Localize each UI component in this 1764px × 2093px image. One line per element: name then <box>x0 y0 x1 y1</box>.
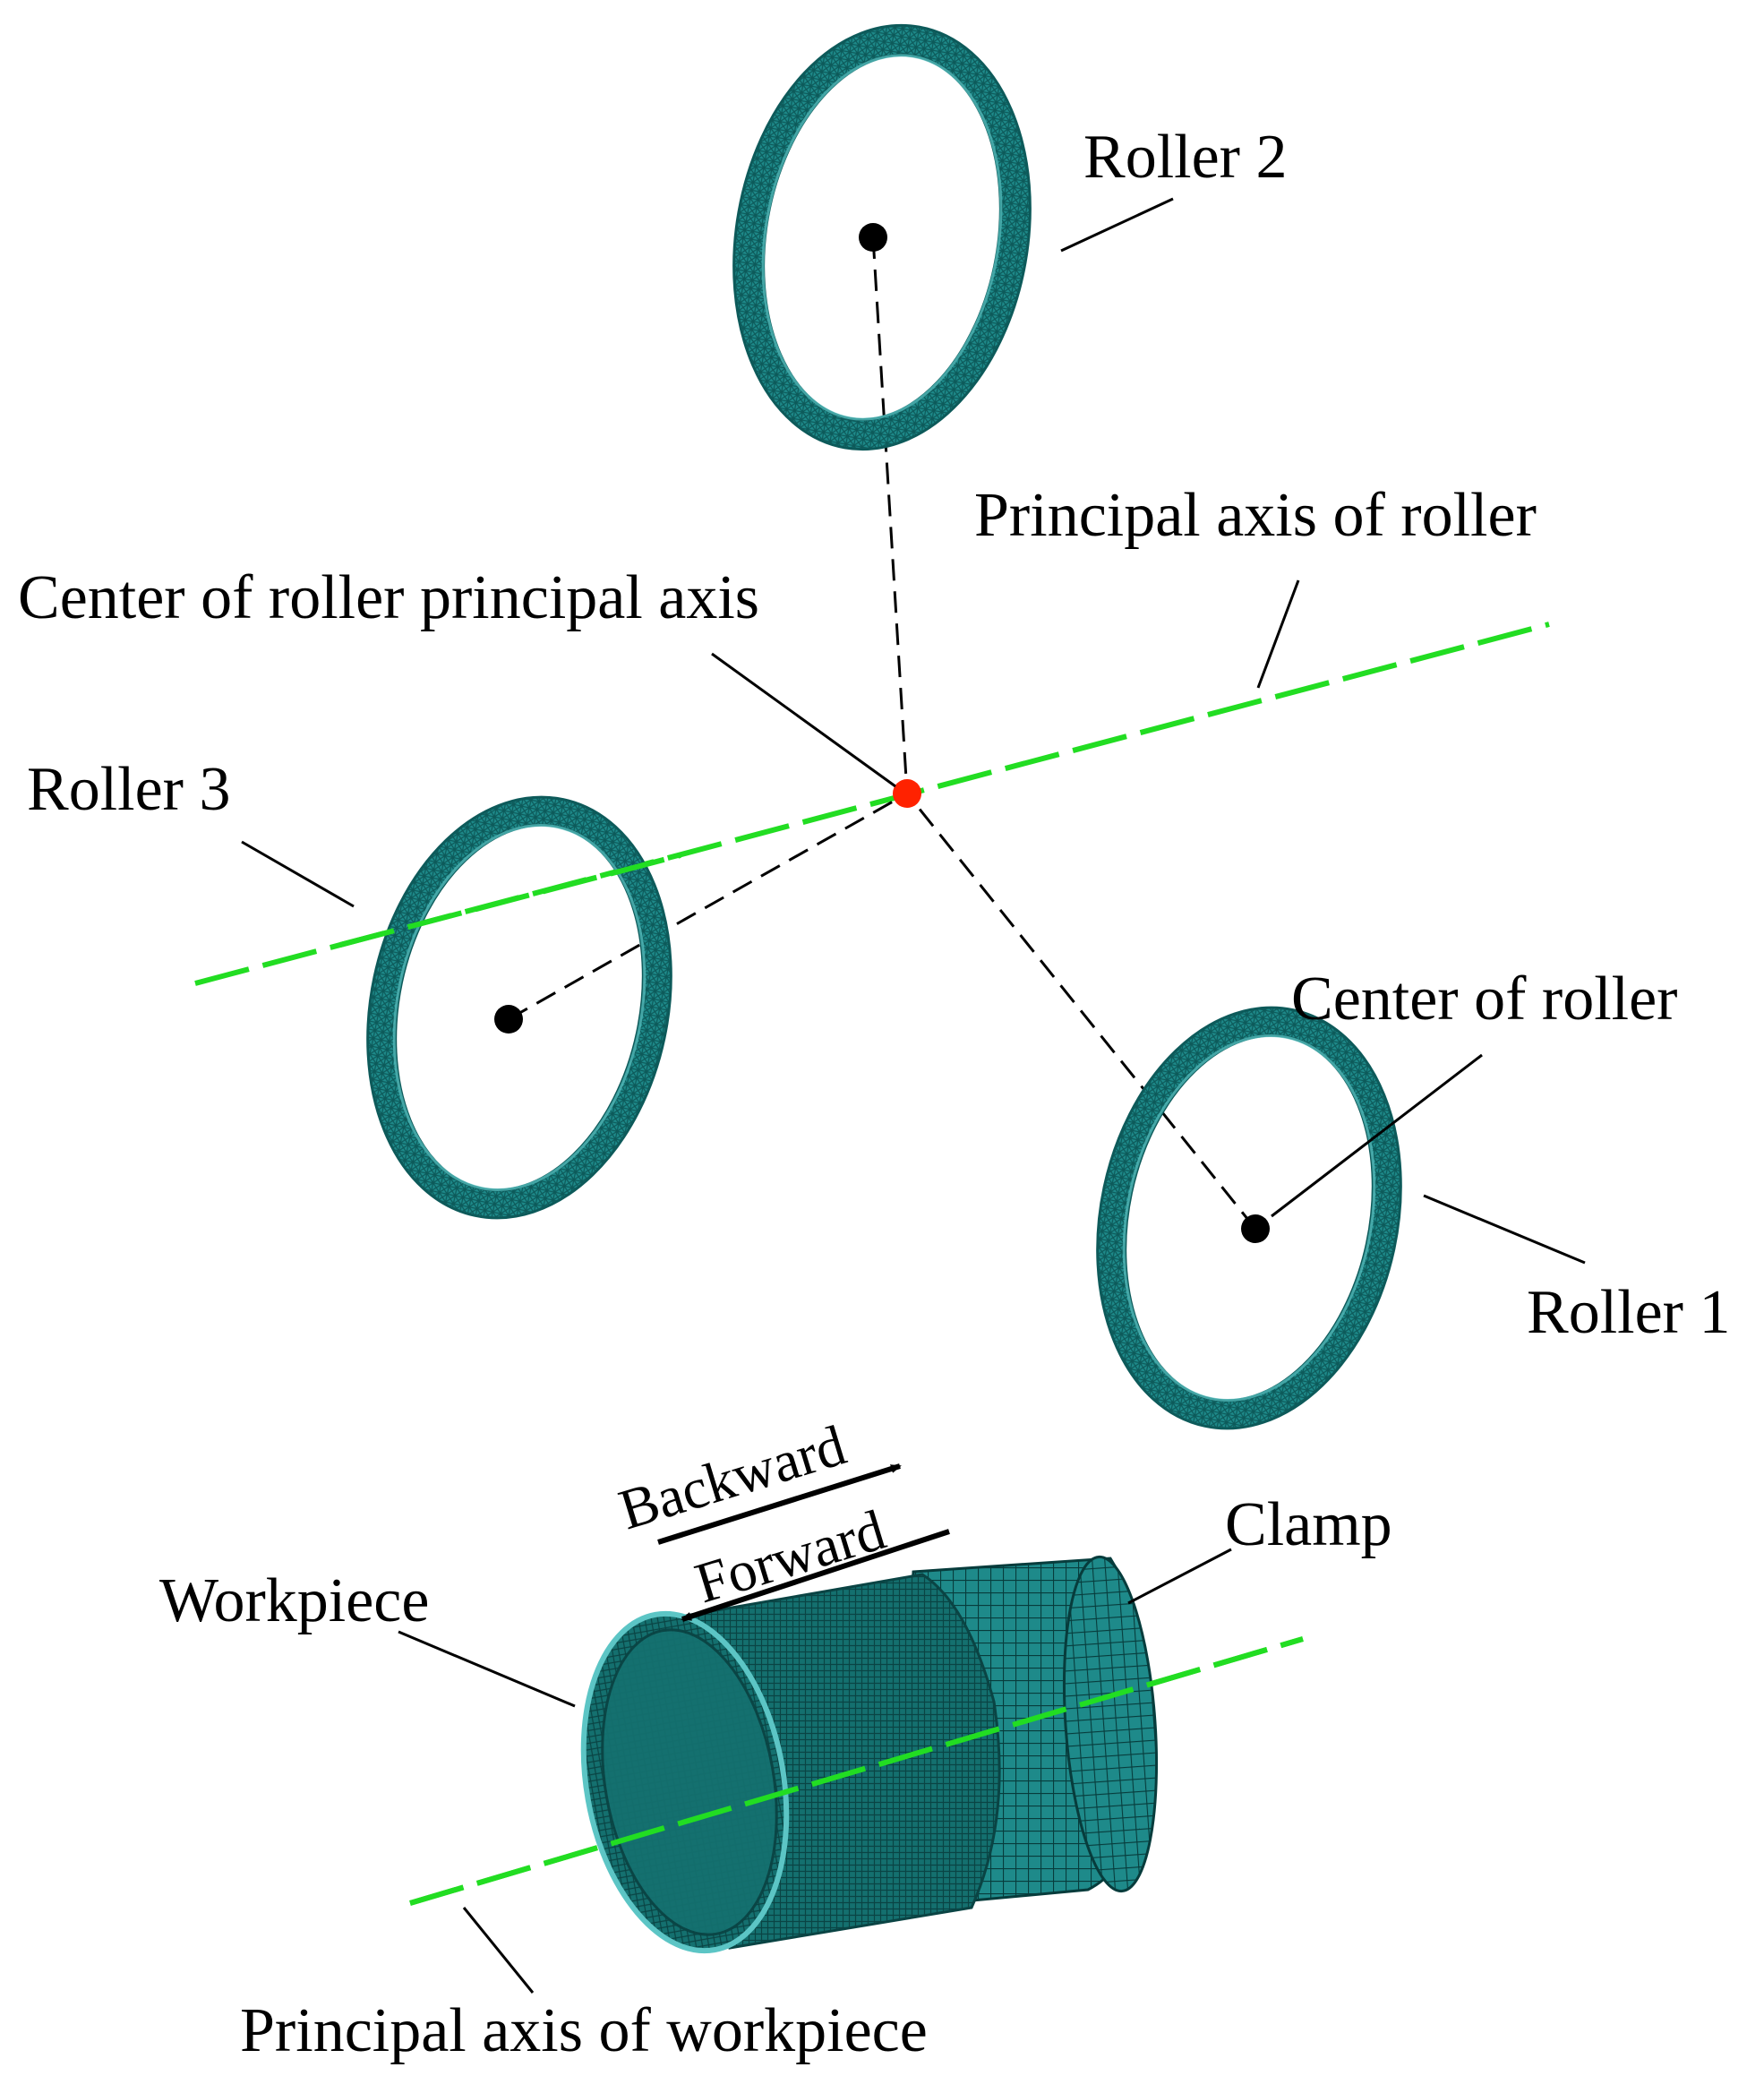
clamp-label: Clamp <box>1225 1490 1392 1559</box>
workpiece-principal-axis-overlay <box>409 1636 1304 1906</box>
roller3-leader <box>241 840 355 908</box>
workpiece-leader <box>398 1630 576 1708</box>
center-of-roller-leader <box>1271 1053 1483 1218</box>
roller1-leader <box>1423 1194 1586 1265</box>
roller3-label: Roller 3 <box>27 755 230 824</box>
workpiece-assembly <box>580 1555 1159 1954</box>
roller-1 <box>1096 1006 1402 1430</box>
clamp-leader <box>1127 1548 1232 1605</box>
roller-2 <box>732 23 1032 451</box>
roller2-to-axis-center-dashed-line <box>871 236 909 794</box>
workpiece-label: Workpiece <box>159 1566 429 1635</box>
backward-arrow <box>657 1463 902 1545</box>
roller3-to-axis-center-dashed-line <box>508 792 908 1021</box>
roller2-label: Roller 2 <box>1083 123 1287 192</box>
roller1-label: Roller 1 <box>1527 1278 1730 1347</box>
roller-principal-axis-overlay <box>339 853 681 948</box>
center-of-roller-label: Center of roller <box>1291 965 1677 1034</box>
workpiece-inner-wall <box>601 1628 778 1936</box>
workpiece-axis-leader <box>462 1907 535 1994</box>
principal-axis-center-point <box>893 779 921 808</box>
roller1-to-axis-center-dashed-line <box>905 793 1257 1230</box>
roller-axis-leader <box>1256 579 1300 689</box>
roller2-center-point <box>859 223 887 252</box>
roller-3 <box>366 795 672 1220</box>
principal-axis-workpiece-label: Principal axis of workpiece <box>240 1996 928 2065</box>
principal-axis-roller-label: Principal axis of roller <box>974 481 1537 550</box>
clamp-end-face <box>1062 1555 1159 1893</box>
center-axis-leader <box>711 652 896 788</box>
forward-arrow <box>681 1529 950 1622</box>
roller2-leader <box>1060 197 1174 253</box>
roller3-center-point <box>494 1005 523 1034</box>
center-principal-axis-label: Center of roller principal axis <box>18 563 759 632</box>
roller1-center-point <box>1241 1214 1270 1243</box>
